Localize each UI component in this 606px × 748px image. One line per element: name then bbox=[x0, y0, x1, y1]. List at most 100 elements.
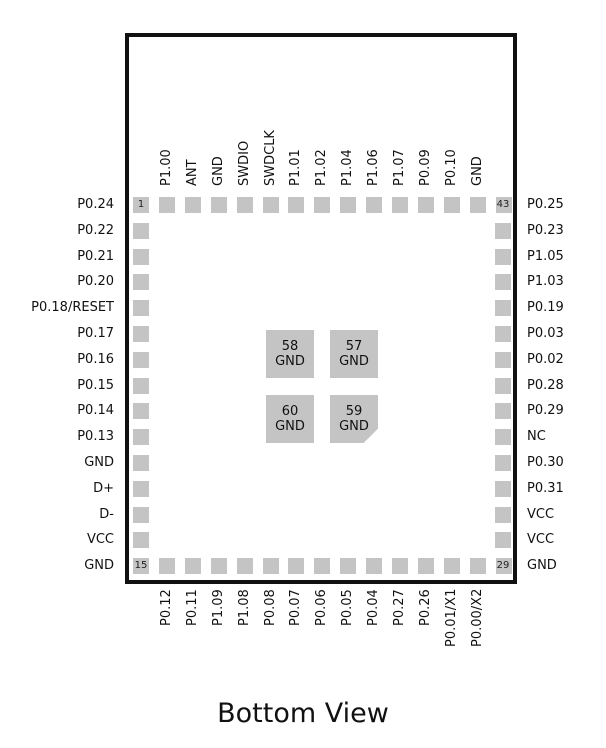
pin-label-bottom: P0.00/X2 bbox=[469, 588, 485, 647]
pin-label-left: P0.13 bbox=[77, 429, 114, 445]
pin-label-right: P0.28 bbox=[527, 377, 564, 393]
pin-label-left: P0.16 bbox=[77, 351, 114, 367]
pad-right-11 bbox=[495, 480, 511, 497]
pad-number-29: 29 bbox=[496, 560, 510, 571]
pin-label-top: P1.01 bbox=[288, 149, 304, 186]
pin-label-bottom: P0.26 bbox=[417, 589, 433, 626]
pad-top-6 bbox=[288, 197, 305, 213]
pin-label-right: P0.19 bbox=[527, 300, 564, 316]
pad-top-7 bbox=[314, 197, 331, 213]
pin-label-top: P1.07 bbox=[392, 149, 407, 186]
pad-top-0 bbox=[133, 197, 149, 213]
pad-bottom-3 bbox=[210, 558, 227, 574]
pad-top-11 bbox=[417, 197, 434, 213]
ground-pad-59: 59 GND bbox=[330, 395, 378, 443]
pin-label-top: P1.04 bbox=[340, 149, 356, 186]
pin-label-right: P0.02 bbox=[527, 351, 564, 367]
pin-label-bottom: P0.01/X1 bbox=[443, 588, 459, 647]
pad-left-11 bbox=[133, 480, 149, 497]
ground-pad-number: 58 bbox=[281, 339, 299, 354]
pad-top-3 bbox=[210, 197, 227, 213]
pad-top-9 bbox=[366, 197, 383, 213]
pad-right-2 bbox=[495, 248, 511, 265]
pad-top-2 bbox=[184, 197, 201, 213]
pin-label-top: P1.06 bbox=[366, 149, 382, 186]
pad-right-9 bbox=[495, 429, 511, 446]
pad-top-4 bbox=[236, 197, 253, 213]
pad-bottom-14 bbox=[495, 558, 512, 574]
pin-label-left: GND bbox=[84, 455, 114, 470]
pad-left-6 bbox=[133, 351, 149, 368]
pad-left-3 bbox=[133, 274, 149, 291]
pad-right-4 bbox=[495, 300, 511, 317]
pad-top-1 bbox=[158, 197, 175, 213]
pad-left-1 bbox=[133, 222, 149, 239]
pad-left-10 bbox=[133, 455, 149, 471]
pin-label-top: SWDCLK bbox=[262, 130, 278, 186]
pad-bottom-0 bbox=[133, 558, 149, 574]
module-outline bbox=[125, 33, 517, 584]
pad-bottom-13 bbox=[469, 558, 486, 574]
pad-top-12 bbox=[443, 197, 460, 213]
pad-bottom-9 bbox=[366, 558, 383, 574]
pad-right-5 bbox=[495, 326, 511, 342]
pad-bottom-6 bbox=[288, 558, 305, 574]
pin-label-bottom: P0.05 bbox=[340, 589, 356, 626]
pad-top-8 bbox=[340, 197, 357, 213]
pad-bottom-11 bbox=[417, 558, 434, 574]
ground-pad-60: 60 GND bbox=[266, 395, 314, 443]
pad-right-3 bbox=[495, 274, 511, 291]
pin-label-left: P0.15 bbox=[77, 377, 114, 393]
pad-top-14 bbox=[495, 197, 512, 213]
pad-top-10 bbox=[392, 197, 408, 213]
pin-label-right: P1.05 bbox=[527, 248, 564, 264]
pin-label-top: P1.02 bbox=[314, 149, 330, 186]
pin-label-left: VCC bbox=[86, 532, 114, 548]
pin-label-left: P0.20 bbox=[77, 274, 114, 290]
pin-label-left: P0.17 bbox=[77, 326, 114, 341]
pin-label-right: VCC bbox=[527, 532, 555, 548]
pin-label-right: P0.29 bbox=[527, 403, 564, 419]
pin-label-left: D- bbox=[99, 506, 114, 522]
pin-label-bottom: P0.08 bbox=[262, 589, 278, 626]
ground-pad-label: GND bbox=[339, 354, 369, 369]
pin-label-right: P0.31 bbox=[527, 480, 564, 496]
pad-right-1 bbox=[495, 222, 511, 239]
pad-left-2 bbox=[133, 248, 149, 265]
pin-label-bottom: P0.04 bbox=[366, 589, 382, 626]
pad-number-43: 43 bbox=[496, 199, 510, 210]
ground-pad-label: GND bbox=[339, 419, 369, 434]
pad-bottom-7 bbox=[314, 558, 331, 574]
ground-pad-number: 59 bbox=[345, 404, 363, 419]
pin-label-right: P0.03 bbox=[527, 326, 564, 341]
ground-pad-number: 60 bbox=[281, 404, 299, 419]
pin-label-top: P1.00 bbox=[158, 149, 174, 186]
pin-label-right: NC bbox=[527, 429, 546, 445]
pin-label-top: ANT bbox=[184, 159, 200, 186]
pin-label-bottom: P0.27 bbox=[392, 589, 407, 626]
pin-label-left: D+ bbox=[93, 480, 114, 496]
pad-left-7 bbox=[133, 377, 149, 394]
pad-right-6 bbox=[495, 351, 511, 368]
ground-pad-57: 57 GND bbox=[330, 330, 378, 378]
pad-number-15: 15 bbox=[134, 560, 148, 571]
ground-pad-number: 57 bbox=[345, 339, 363, 354]
pin-label-top: P0.09 bbox=[417, 149, 433, 186]
pad-left-12 bbox=[133, 506, 149, 523]
pad-left-9 bbox=[133, 429, 149, 446]
pad-bottom-1 bbox=[158, 558, 175, 574]
pin-label-bottom: P0.11 bbox=[184, 589, 200, 626]
pin-label-bottom: P0.06 bbox=[314, 589, 330, 626]
pin-label-bottom: P0.07 bbox=[288, 589, 304, 626]
pad-right-7 bbox=[495, 377, 511, 394]
view-caption: Bottom View bbox=[217, 698, 389, 729]
pad-number-1: 1 bbox=[137, 199, 145, 210]
pin-label-left: P0.24 bbox=[77, 197, 114, 212]
pin-label-right: P0.23 bbox=[527, 222, 564, 238]
pad-right-8 bbox=[495, 403, 511, 420]
pad-top-13 bbox=[469, 197, 486, 213]
pin-label-right: P0.25 bbox=[527, 197, 564, 212]
pin-label-right: GND bbox=[527, 558, 557, 574]
pad-bottom-10 bbox=[392, 558, 408, 574]
pad-right-12 bbox=[495, 506, 511, 523]
